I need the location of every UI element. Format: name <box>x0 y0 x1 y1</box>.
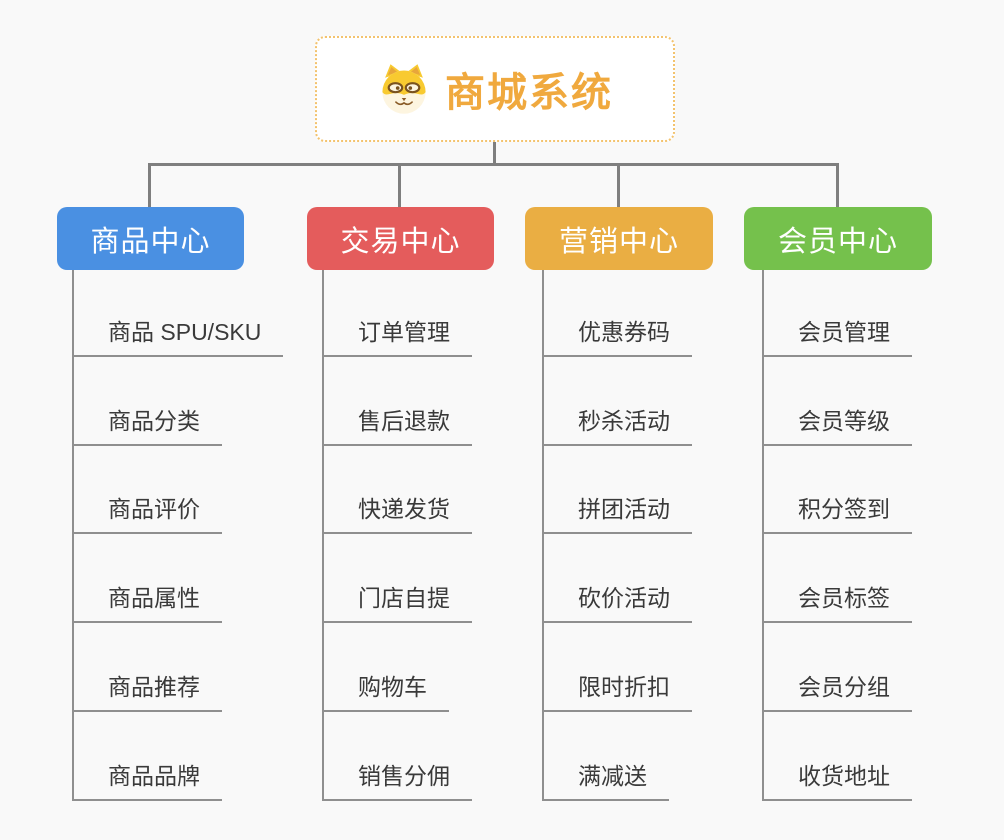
leaf-node[interactable]: 砍价活动 <box>544 584 692 623</box>
leaf-node[interactable]: 快递发货 <box>324 495 472 534</box>
leaf-node[interactable]: 商品评价 <box>74 495 222 534</box>
doge-icon <box>377 63 431 115</box>
leaf-node[interactable]: 优惠券码 <box>544 318 692 357</box>
leaf-node[interactable]: 商品 SPU/SKU <box>74 318 284 357</box>
leaf-node[interactable]: 售后退款 <box>324 407 472 446</box>
branch-column-trade: 订单管理 售后退款 快递发货 门店自提 购物车 销售分佣 <box>322 270 584 801</box>
leaf-node[interactable]: 会员等级 <box>764 407 912 446</box>
root-stem-line <box>493 142 496 163</box>
branch-column-marketing: 优惠券码 秒杀活动 拼团活动 砍价活动 限时折扣 满减送 <box>542 270 804 801</box>
branch-column-product: 商品 SPU/SKU 商品分类 商品评价 商品属性 商品推荐 商品品牌 <box>72 270 334 801</box>
leaf-node[interactable]: 会员分组 <box>764 673 912 712</box>
leaf-node[interactable]: 订单管理 <box>324 318 472 357</box>
leaf-node[interactable]: 商品推荐 <box>74 673 222 712</box>
leaf-node[interactable]: 门店自提 <box>324 584 472 623</box>
branch-node-product-center[interactable]: 商品中心 <box>57 207 244 270</box>
branch-drop-line <box>617 163 620 210</box>
leaf-node[interactable]: 限时折扣 <box>544 673 692 712</box>
branch-column-member: 会员管理 会员等级 积分签到 会员标签 会员分组 收货地址 <box>762 270 1004 801</box>
leaf-node[interactable]: 会员标签 <box>764 584 912 623</box>
leaf-node[interactable]: 秒杀活动 <box>544 407 692 446</box>
leaf-node[interactable]: 销售分佣 <box>324 762 472 801</box>
leaf-node[interactable]: 会员管理 <box>764 318 912 357</box>
leaf-node[interactable]: 商品品牌 <box>74 762 222 801</box>
leaf-node[interactable]: 商品属性 <box>74 584 222 623</box>
leaf-node[interactable]: 收货地址 <box>764 762 912 801</box>
leaf-node[interactable]: 拼团活动 <box>544 495 692 534</box>
leaf-node[interactable]: 满减送 <box>544 762 669 801</box>
branch-drop-line <box>836 163 839 210</box>
branch-node-marketing-center[interactable]: 营销中心 <box>525 207 713 270</box>
leaf-node[interactable]: 商品分类 <box>74 407 222 446</box>
branch-node-trade-center[interactable]: 交易中心 <box>307 207 494 270</box>
leaf-node[interactable]: 购物车 <box>324 673 449 712</box>
root-title: 商城系统 <box>445 71 613 115</box>
leaf-node[interactable]: 积分签到 <box>764 495 912 534</box>
branch-horizontal-line <box>148 163 839 166</box>
branch-drop-line <box>398 163 401 210</box>
branch-drop-line <box>148 163 151 210</box>
branch-node-member-center[interactable]: 会员中心 <box>744 207 932 270</box>
root-node-mall-system[interactable]: 商城系统 <box>315 36 675 142</box>
